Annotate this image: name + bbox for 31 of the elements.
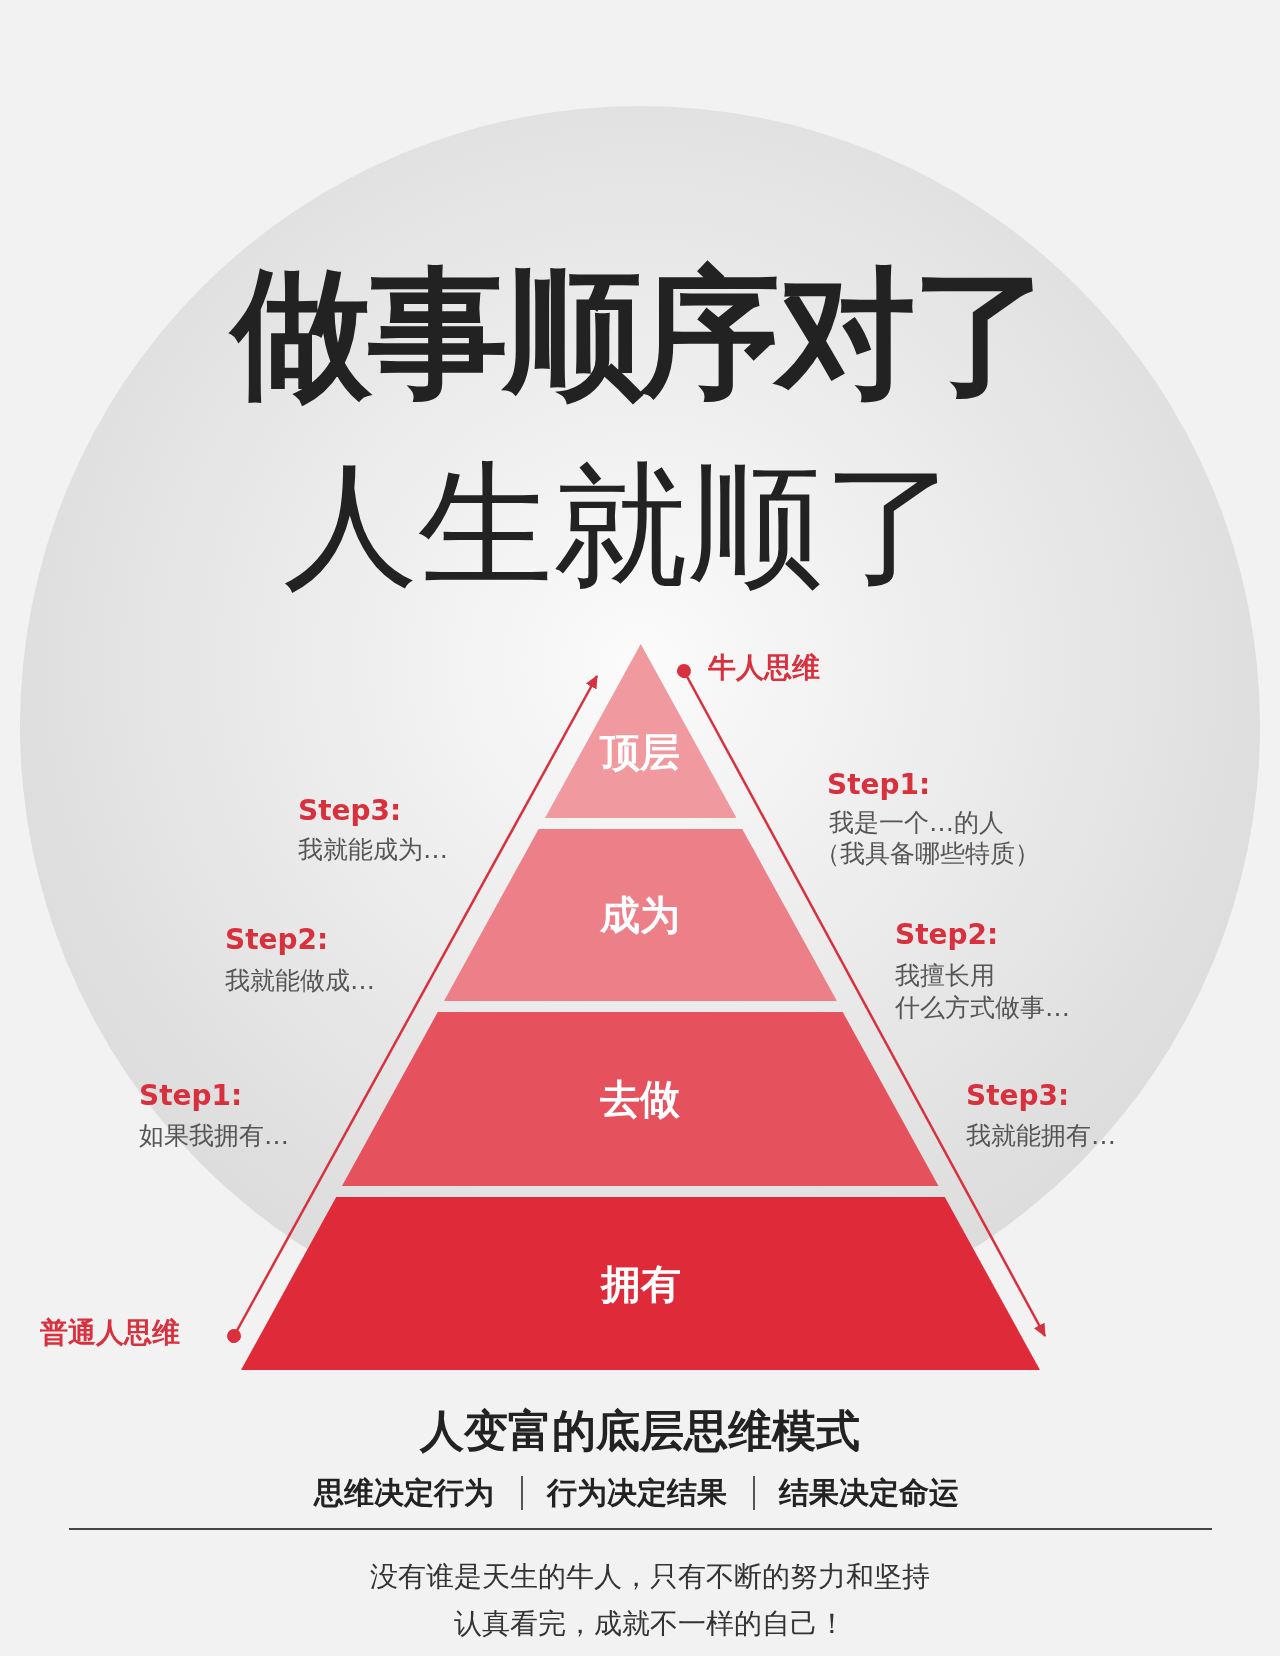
step-heading: Step3:	[298, 794, 402, 828]
step-text: 我就能拥有…	[966, 1121, 1116, 1151]
step-text: 我是一个…的人	[829, 808, 1004, 838]
principle-text: 行为决定结果	[547, 1475, 727, 1511]
step-text: 我就能做成…	[225, 966, 375, 996]
step-text: 我就能成为…	[298, 835, 448, 865]
tier-label: 拥有	[599, 1259, 682, 1308]
subtitle: 人生就顺了	[283, 446, 958, 606]
step-text: 我擅长用	[895, 961, 995, 991]
step-text: （我具备哪些特质）	[815, 839, 1040, 869]
pyramid-tier	[241, 1197, 1040, 1370]
tier-label: 去做	[599, 1075, 682, 1123]
arrow	[677, 664, 1047, 1337]
mindset-label: 牛人思维	[708, 651, 820, 685]
step-heading: Step2:	[225, 923, 329, 957]
pyramid-tier	[544, 644, 737, 818]
step-heading: Step3:	[966, 1079, 1070, 1113]
step-heading: Step1:	[827, 768, 931, 802]
closing-text: 没有谁是天生的牛人，只有不断的努力和坚持	[370, 1560, 930, 1594]
principle-text: 结果决定命运	[779, 1475, 959, 1511]
section-heading: 人变富的底层思维模式	[420, 1405, 860, 1458]
step-text: 什么方式做事…	[895, 993, 1070, 1023]
mindset-label: 普通人思维	[40, 1316, 180, 1350]
step-heading: Step2:	[895, 918, 999, 952]
step-text: 如果我拥有…	[139, 1121, 289, 1151]
arrow	[227, 675, 599, 1343]
principle-text: 思维决定行为	[314, 1475, 494, 1511]
step-heading: Step1:	[139, 1079, 243, 1113]
tier-label: 成为	[599, 891, 682, 939]
tier-label: 顶层	[598, 727, 682, 776]
closing-text: 认真看完，成就不一样的自己！	[454, 1607, 846, 1641]
